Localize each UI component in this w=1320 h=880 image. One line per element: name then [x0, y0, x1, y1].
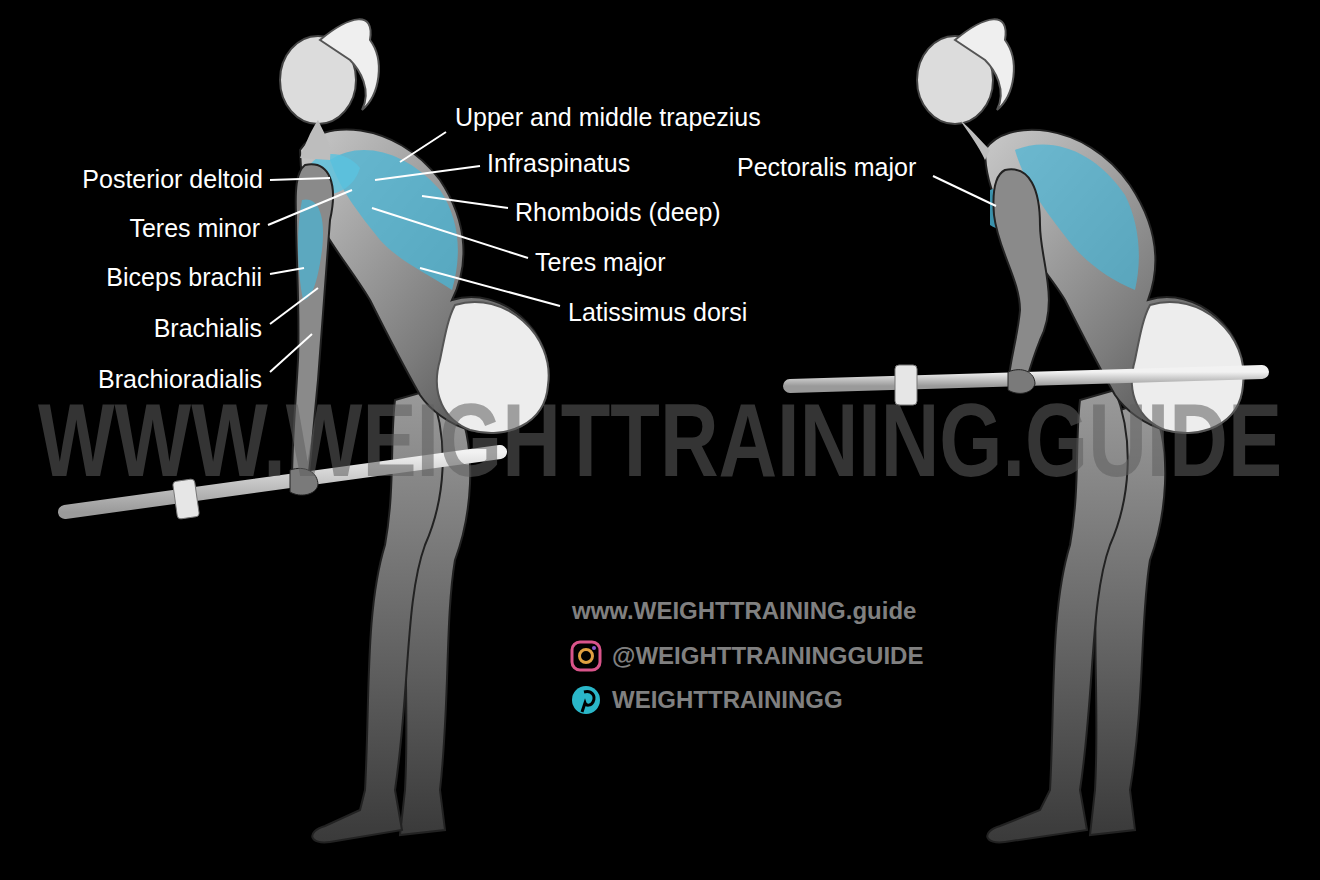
pinterest-icon	[572, 686, 600, 714]
muscle-label: Upper and middle trapezius	[455, 103, 761, 132]
muscle-label: Infraspinatus	[487, 149, 630, 178]
muscle-label: Teres minor	[129, 214, 260, 243]
watermark: WWW.WEIGHTTRAINING.GUIDE	[38, 381, 1282, 500]
muscle-label: Teres major	[535, 248, 666, 277]
muscle-label: Rhomboids (deep)	[515, 198, 721, 227]
muscle-label: Posterior deltoid	[82, 165, 263, 194]
muscle-label: Pectoralis major	[737, 153, 916, 182]
website-url: www.WEIGHTTRAINING.guide	[572, 597, 916, 625]
muscle-label: Brachialis	[154, 314, 262, 343]
leader-lines	[268, 132, 996, 372]
pinterest-handle: WEIGHTTRAININGG	[612, 686, 843, 714]
instagram-icon	[572, 642, 600, 670]
muscle-label: Biceps brachii	[106, 263, 262, 292]
instagram-handle: @WEIGHTTRAININGGUIDE	[612, 642, 923, 670]
muscle-label: Latissimus dorsi	[568, 298, 747, 327]
